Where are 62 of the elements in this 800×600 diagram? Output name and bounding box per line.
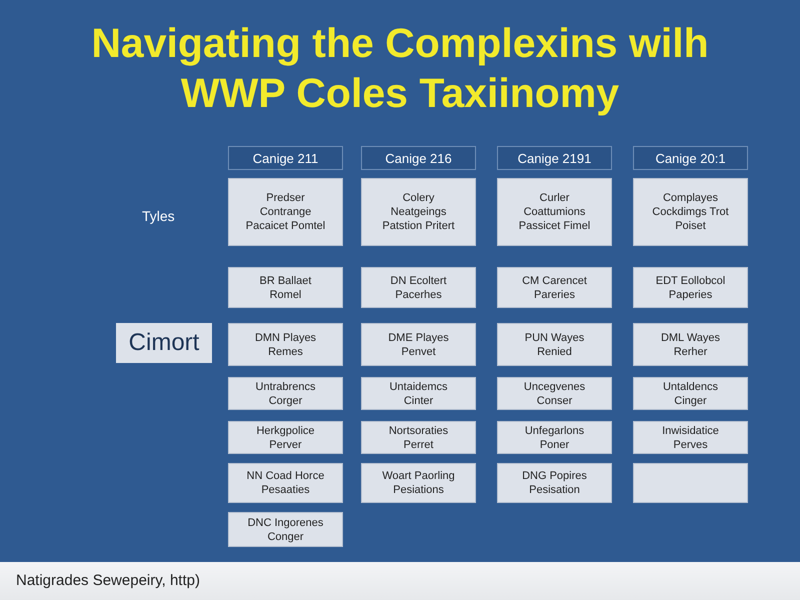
cell-text: DNG Popires Pesisation: [521, 469, 588, 497]
category-box: [361, 377, 476, 410]
cell-text: DML Wayes Rerher: [660, 330, 722, 358]
cell-text: BR Ballaet Romel: [258, 274, 312, 302]
cell-text: Untrabrencs Corger: [254, 380, 316, 408]
category-box: [497, 267, 612, 308]
cell-text: Complayes Cockdimgs Trot Poiset: [651, 191, 730, 233]
category-box: [497, 377, 612, 410]
cell-text: DNC Ingorenes Conger: [246, 516, 324, 544]
cell-text: Predser Contrange Pacaicet Pomtel: [244, 191, 326, 233]
cell-text: DN Ecoltert Pacerhes: [389, 274, 448, 302]
category-box: [361, 323, 476, 366]
category-box: [228, 463, 343, 503]
row-label: Tyles: [142, 208, 175, 224]
column-header: [633, 146, 748, 170]
category-box: [361, 178, 476, 246]
category-box: [228, 512, 343, 547]
cell-text: Canige 216: [385, 150, 452, 166]
cell-text: Nortsoraties Perret: [388, 424, 450, 452]
category-box: [361, 421, 476, 454]
cell-text: Curler Coattumions Passicet Fimel: [518, 191, 592, 233]
category-box: [361, 463, 476, 503]
cell-text: Untaldencs Cinger: [662, 380, 720, 408]
category-box: [497, 323, 612, 366]
cell-text: Uncegvenes Conser: [522, 380, 586, 408]
category-box: [633, 421, 748, 454]
cell-text: DMN Playes Remes: [254, 330, 318, 358]
category-box: [497, 463, 612, 503]
cell-text: Unfegarlons Poner: [524, 424, 586, 452]
empty-box: [633, 463, 748, 503]
column-header: [228, 146, 343, 170]
cell-text: Canige 20:1: [655, 150, 726, 166]
cell-text: Inwisidatice Perves: [661, 424, 720, 452]
category-box: [361, 267, 476, 308]
cell-text: Canige 2191: [518, 150, 592, 166]
column-header: [497, 146, 612, 170]
cell-text: Herkgpolice Perver: [255, 424, 316, 452]
row-header-box: [116, 323, 212, 363]
category-box: [497, 178, 612, 246]
category-box: [633, 178, 748, 246]
cell-text: Woart Paorling Pesiations: [381, 469, 456, 497]
cell-text: NN Coad Horce Pesaaties: [246, 469, 326, 497]
cell-text: Canige 211: [252, 150, 318, 166]
footer-note: Natigrades Sewepeiry, http): [16, 572, 200, 589]
category-box: [228, 323, 343, 366]
cell-text: Untaidemcs Cinter: [388, 380, 449, 408]
column-header: [361, 146, 476, 170]
cell-text: EDT Eollobcol Paperies: [654, 274, 726, 302]
cell-text: Cimort: [128, 329, 200, 357]
cell-text: Colery Neatgeings Patstion Pritert: [381, 191, 456, 233]
category-box: [228, 421, 343, 454]
category-box: [633, 323, 748, 366]
cell-text: PUN Wayes Renied: [524, 330, 586, 358]
category-box: [228, 178, 343, 246]
category-box: [228, 377, 343, 410]
category-box: [228, 267, 343, 308]
category-box: [633, 377, 748, 410]
cell-text: DME Playes Penvet: [387, 330, 450, 358]
category-box: [497, 421, 612, 454]
cell-text: CM Carencet Pareries: [521, 274, 588, 302]
category-box: [633, 267, 748, 308]
title: Navigating the Complexins wilh WWP Coles Taxiinomy: [90, 19, 710, 118]
